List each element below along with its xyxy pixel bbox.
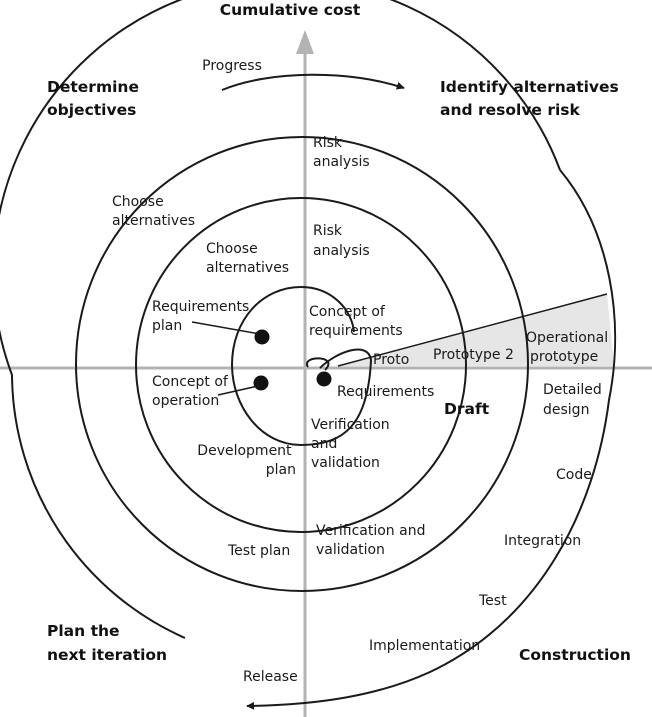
requirements-dot	[316, 371, 332, 387]
label-prototype-2: Prototype 2	[433, 347, 514, 363]
prototype-wedge-edge	[337, 293, 608, 367]
spiral-construction-arc	[246, 169, 617, 710]
concept-of-operation-dot	[253, 375, 269, 391]
concept-of-operation-leader	[217, 385, 259, 396]
label-release: Release	[243, 669, 298, 685]
label-verification-validation-inner: Verification and validation	[311, 417, 394, 471]
label-risk-analysis-mid: Risk analysis	[313, 223, 370, 259]
progress-arrow	[221, 73, 405, 91]
label-verification-validation-outer: Verification and validation	[316, 523, 430, 558]
label-code: Code	[556, 467, 592, 483]
label-choose-alternatives-mid: Choose alternatives	[206, 241, 289, 276]
quadrant-plan-next-iteration: Plan the next iteration	[47, 622, 167, 664]
label-risk-analysis-outer: Risk analysis	[313, 135, 370, 170]
requirements-plan-dot	[254, 329, 270, 345]
label-requirements-plan: Requirements plan	[152, 299, 254, 334]
label-choose-alternatives-outer: Choose alternatives	[112, 194, 195, 229]
label-development-plan: Development plan	[197, 443, 296, 478]
label-test-plan: Test plan	[227, 543, 290, 559]
quadrant-construction: Construction	[519, 646, 631, 664]
label-concept-of-operation: Concept of operation	[152, 374, 232, 409]
quadrant-identify-alternatives: Identify alternatives and resolve risk	[440, 78, 624, 119]
label-detailed-design: Detailed design	[543, 382, 606, 418]
spiral-outer-loop	[0, 0, 561, 639]
label-test: Test	[478, 593, 507, 609]
label-concept-of-requirements: Concept of requirements	[309, 304, 403, 339]
label-proto: Proto	[373, 352, 409, 368]
spiral-ring-3	[75, 136, 529, 592]
label-implementation: Implementation	[369, 638, 480, 654]
label-integration: Integration	[504, 533, 581, 549]
vertical-axis-arrowhead	[296, 30, 314, 54]
spiral-ring-2	[135, 197, 467, 533]
label-requirements: Requirements	[337, 384, 434, 400]
label-draft: Draft	[444, 400, 490, 418]
quadrant-determine-objectives: Determine objectives	[47, 78, 144, 119]
progress-label: Progress	[202, 58, 262, 74]
axis-title: Cumulative cost	[220, 1, 361, 19]
spiral-inner-loop	[230, 285, 373, 447]
label-operational-prototype: Operational prototype	[526, 330, 613, 365]
requirements-plan-leader	[191, 321, 261, 335]
